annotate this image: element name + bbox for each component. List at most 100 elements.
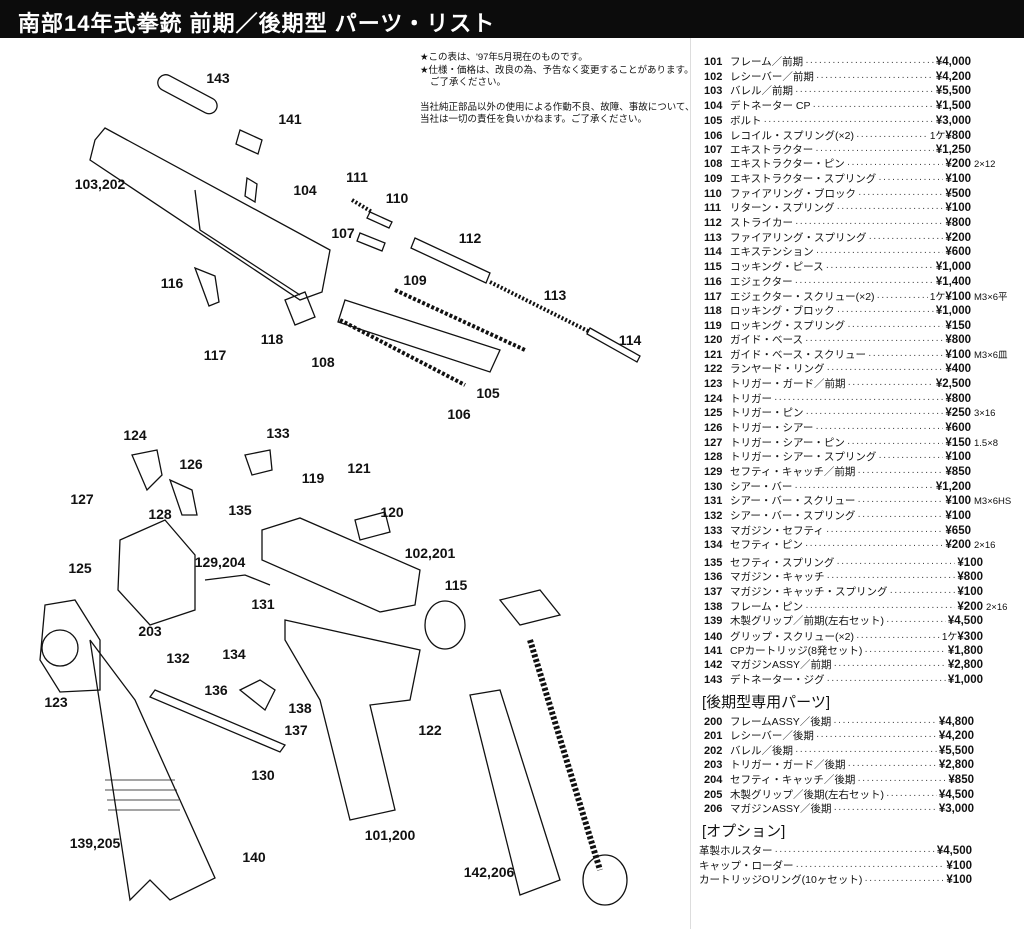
dot-leader [764,115,934,127]
note-line: ★この表は、'97年5月現在のものです。 [420,52,588,63]
part-number: 201 [704,730,723,743]
part-spec: 1.5×8 [974,437,999,449]
part-name: フレーム／前期 [730,56,804,68]
options-list: 革製ホルスター¥4,500キャップ・ローダー¥100カートリッジOリング(10ヶ… [699,843,1024,887]
part-spec: M3×6HS [974,496,1012,508]
options-heading: [オプション] [702,823,786,841]
part-price: ¥150 [945,436,971,449]
callout-121: 121 [347,460,371,476]
note-line: ご了承ください。 [430,77,507,88]
part-price: ¥300 [957,630,983,643]
callout-203: 203 [138,623,162,639]
part-price: ¥1,000 [935,304,971,317]
part-quantity: 1ケ [929,131,946,143]
part-price: ¥800 [945,392,971,405]
part-name: CPカートリッジ(8発セット) [730,644,863,657]
part-number: 108 [704,158,723,171]
part-price: ¥500 [945,187,971,200]
part-price: ¥1,400 [935,275,971,288]
part-name: ランヤード・リング [730,363,825,376]
part-price: ¥2,800 [947,659,983,672]
part-number: 119 [704,319,722,332]
part-price: ¥850 [948,774,974,787]
part-price: ¥250 [945,407,971,420]
part-number: 204 [704,774,723,787]
part-row: キャップ・ローダー¥100 [699,858,972,873]
part-price: ¥100 [945,348,971,361]
dot-leader [834,659,946,671]
part-name: 木製グリップ／前期(左右セット) [730,615,884,628]
part-spec: M3×6平 [974,292,1008,304]
part-name: フレームASSY／後期 [730,715,832,728]
callout-117: 117 [203,347,227,363]
part-quantity: 1ケ [929,292,946,304]
part-number: 140 [704,630,723,643]
dot-leader [816,71,934,83]
part-name: セフティ・キャッチ／後期 [730,774,856,787]
part-price: ¥1,000 [935,260,971,273]
part-number: 133 [704,524,723,537]
part-number: 113 [704,231,722,244]
part-number: 206 [704,803,723,816]
part-name: ガイド・ベース・スクリュー [730,348,866,361]
part-spec: 2×16 [986,601,1008,613]
dot-leader [864,874,944,886]
part-number: 104 [704,99,723,112]
callout-140: 140 [242,849,266,865]
callout-122: 122 [418,722,442,738]
part-number: 128 [704,451,723,464]
dot-leader [857,466,943,478]
callout-114: 114 [618,332,642,348]
part-name: 木製グリップ／後期(左右セット) [730,788,884,801]
part-number: 202 [704,744,723,757]
part-row: 革製ホルスター¥4,500 [699,843,972,858]
barrel-assembly-drawing [89,74,641,387]
part-name: ファイアリング・スプリング [730,231,867,244]
callout-134: 134 [222,646,246,662]
part-name: トリガー・ピン [730,407,804,420]
dot-leader [857,495,943,507]
part-price: ¥2,500 [935,378,971,391]
part-name: トリガー・ガード／後期 [730,759,846,772]
callout-108: 108 [311,354,335,370]
part-name: デトネーター・ジグ [730,673,825,686]
part-number: 107 [704,143,723,156]
callout-127: 127 [70,491,94,507]
part-price: ¥600 [945,246,971,259]
part-name: バレル／前期 [730,85,793,98]
part-price: ¥3,000 [935,114,971,127]
part-price: ¥650 [945,524,971,537]
part-price: ¥4,800 [938,715,974,728]
part-spec: M3×6皿 [974,349,1008,361]
late-parts-heading: [後期型専用パーツ] [702,693,831,711]
part-number: 125 [704,407,723,420]
dot-leader [858,188,943,200]
part-number: 138 [704,600,723,613]
part-name: マガジン・キャッチ・スプリング [730,586,888,599]
callout-103-202: 103,202 [74,176,126,192]
part-name: ストライカー [730,217,793,230]
callout-102-201: 102,201 [404,545,456,561]
callout-104: 104 [293,182,317,198]
part-name: キャップ・ローダー [699,859,794,872]
part-name: マガジンASSY／前期 [730,659,832,672]
part-name: レコイル・スプリング(×2) [730,130,854,143]
dot-leader [813,100,934,112]
dot-leader [796,860,945,872]
part-number: 115 [704,260,722,273]
part-number: 105 [704,114,723,127]
part-row: 204 セフティ・キャッチ／後期 ¥850 [704,772,974,787]
callout-136: 136 [204,682,228,698]
part-spec: 2×12 [974,159,996,171]
